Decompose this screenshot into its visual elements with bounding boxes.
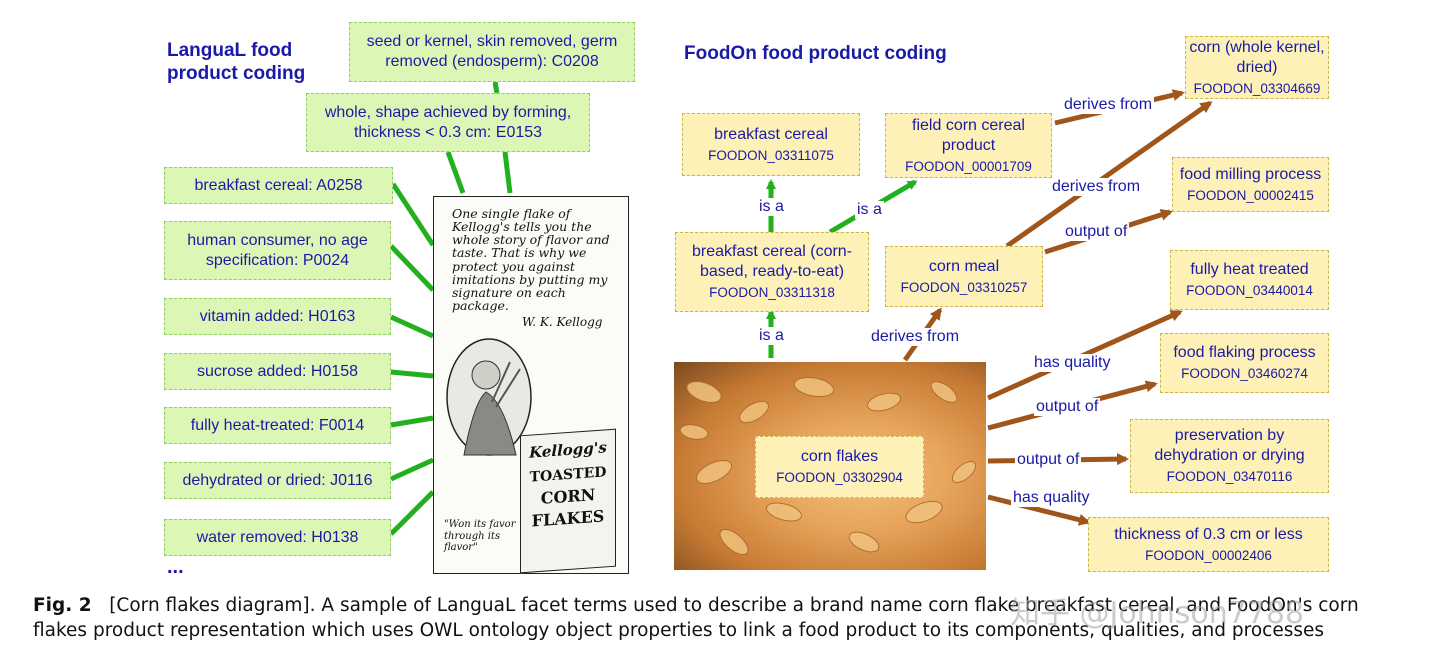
langual-term-h0158: sucrose added: H0158	[164, 353, 391, 390]
more-terms-ellipsis: ...	[167, 556, 184, 578]
node-label: corn (whole kernel, dried)	[1189, 38, 1325, 76]
edge-label-is-a: is a	[757, 198, 786, 216]
figure-caption: Fig. 2 [Corn flakes diagram]. A sample o…	[33, 593, 1453, 643]
langual-term-text: human consumer, no age specification: P0…	[187, 231, 368, 269]
node-code: FOODON_03311318	[709, 285, 835, 301]
langual-term-text: whole, shape achieved by forming, thickn…	[324, 103, 572, 141]
edge-label-derives-from: derives from	[1050, 178, 1143, 196]
node-code: FOODON_03302904	[776, 470, 903, 486]
caption-text-2: flakes product representation which uses…	[33, 620, 1324, 641]
node-food-flaking-process: food flaking process FOODON_03460274	[1160, 333, 1329, 393]
edge-label-derives-from: derives from	[1062, 96, 1155, 114]
node-label: preservation by dehydration or drying	[1154, 427, 1305, 465]
corn-flakes-photo	[674, 362, 986, 570]
langual-term-h0138: water removed: H0138	[164, 519, 391, 556]
edge-label-has-quality: has quality	[1032, 354, 1113, 372]
box-line-corn: CORN	[540, 485, 596, 508]
node-label: corn meal	[928, 257, 1000, 275]
langual-term-text: sucrose added: H0158	[197, 362, 358, 380]
langual-heading: LanguaL food product coding	[167, 40, 306, 84]
flakes-texture	[679, 376, 977, 556]
langual-term-j0116: dehydrated or dried: J0116	[164, 462, 391, 499]
node-label: thickness of 0.3 cm or less	[1114, 525, 1303, 543]
caption-text-1: [Corn flakes diagram]. A sample of Langu…	[109, 595, 1359, 616]
node-breakfast-cereal-corn-based: breakfast cereal (corn-based, ready-to-e…	[675, 232, 869, 312]
langual-term-text: dehydrated or dried: J0116	[182, 471, 373, 489]
node-field-corn-cereal-product: field corn cereal product FOODON_0000170…	[885, 113, 1052, 178]
langual-term-text: seed or kernel, skin removed, germ remov…	[366, 33, 618, 70]
box-line-toasted: TOASTED	[529, 464, 607, 486]
langual-term-a0258: breakfast cereal: A0258	[164, 167, 393, 204]
node-code: FOODON_03304669	[1193, 80, 1321, 96]
node-code: FOODON_03310257	[900, 279, 1028, 295]
node-label: breakfast cereal (corn-based, ready-to-e…	[691, 243, 853, 281]
ad-quote: "Won its favor through its flavor"	[444, 519, 516, 553]
node-fully-heat-treated: fully heat treated FOODON_03440014	[1170, 250, 1329, 310]
caption-line-2: flakes product representation which uses…	[33, 618, 1453, 643]
langual-term-text: fully heat-treated: F0014	[190, 416, 365, 434]
node-corn-meal: corn meal FOODON_03310257	[885, 246, 1043, 307]
edge-label-has-quality: has quality	[1011, 489, 1092, 507]
node-code: FOODON_00002415	[1187, 187, 1314, 203]
box-brand: Kellogg's	[529, 438, 607, 462]
langual-term-e0153: whole, shape achieved by forming, thickn…	[306, 93, 590, 152]
node-corn-whole-kernel: corn (whole kernel, dried) FOODON_033046…	[1185, 36, 1329, 99]
node-label: fully heat treated	[1190, 261, 1309, 279]
node-label: food flaking process	[1173, 344, 1316, 362]
langual-term-text: breakfast cereal: A0258	[194, 176, 363, 194]
edge-label-is-a: is a	[855, 201, 884, 219]
node-label: food milling process	[1179, 165, 1322, 183]
node-label: corn flakes	[800, 448, 879, 466]
edge-label-output-of: output of	[1063, 223, 1130, 241]
langual-term-c0208: seed or kernel, skin removed, germ remov…	[349, 22, 635, 82]
node-preservation-by-dehydration: preservation by dehydration or drying FO…	[1130, 419, 1329, 493]
edge-label-is-a: is a	[757, 327, 786, 345]
figure-number: Fig. 2	[33, 595, 92, 616]
node-code: FOODON_00002406	[1145, 547, 1272, 563]
ad-signature: W. K. Kellogg	[522, 315, 603, 329]
langual-connectors	[389, 81, 513, 536]
node-code: FOODON_03470116	[1166, 469, 1293, 485]
node-thickness-0-3cm: thickness of 0.3 cm or less FOODON_00002…	[1088, 517, 1329, 572]
langual-term-h0163: vitamin added: H0163	[164, 298, 391, 335]
foodon-heading: FoodOn food product coding	[684, 43, 947, 64]
langual-term-p0024: human consumer, no age specification: P0…	[164, 221, 391, 280]
ad-portrait-drawing	[446, 338, 532, 456]
langual-term-f0014: fully heat-treated: F0014	[164, 407, 391, 444]
node-corn-flakes: corn flakes FOODON_03302904	[755, 436, 924, 498]
node-food-milling-process: food milling process FOODON_00002415	[1172, 157, 1329, 212]
caption-line-1: Fig. 2 [Corn flakes diagram]. A sample o…	[33, 593, 1453, 618]
node-code: FOODON_03311075	[708, 147, 834, 163]
node-label: field corn cereal product	[912, 116, 1025, 154]
ad-script-text: One single flake of Kellogg's tells you …	[452, 206, 610, 313]
node-breakfast-cereal: breakfast cereal FOODON_03311075	[682, 113, 860, 176]
edge-label-output-of: output of	[1034, 398, 1101, 416]
langual-term-text: vitamin added: H0163	[199, 307, 356, 325]
watermark: 知乎 @Johnson7788	[1010, 596, 1305, 631]
box-line-flakes: FLAKES	[531, 506, 605, 531]
langual-term-text: water removed: H0138	[196, 528, 359, 546]
node-code: FOODON_03460274	[1181, 366, 1308, 382]
edge-label-derives-from: derives from	[869, 328, 962, 346]
cereal-box-illustration: Kellogg's TOASTED CORN FLAKES	[520, 428, 616, 574]
node-label: breakfast cereal	[714, 125, 828, 143]
node-code: FOODON_03440014	[1186, 283, 1313, 299]
edge-label-output-of: output of	[1015, 451, 1082, 469]
node-code: FOODON_00001709	[905, 158, 1032, 174]
